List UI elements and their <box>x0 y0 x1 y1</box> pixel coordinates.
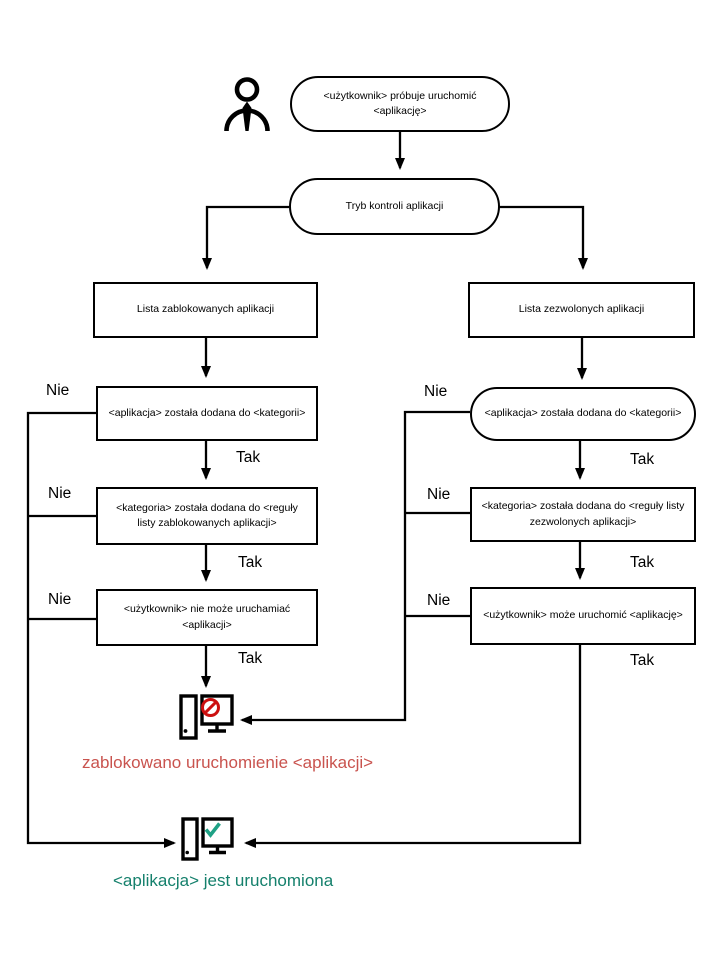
node-allow-app-in-category: <aplikacja> została dodana do <kategorii… <box>470 387 696 441</box>
node-allow-list: Lista zezwolonych aplikacji <box>468 282 695 338</box>
node-allow-user-can-run: <użytkownik> może uruchomić <aplikację> <box>470 587 696 645</box>
node-start-label: <użytkownik> próbuje uruchomić <aplikacj… <box>323 89 477 117</box>
edge-label-no: Nie <box>424 383 448 400</box>
node-allow-category-in-rules-label: <kategoria> została dodana do <reguły li… <box>481 500 685 528</box>
running-caption: <aplikacja> jest uruchomiona <box>113 871 334 890</box>
node-start: <użytkownik> próbuje uruchomić <aplikacj… <box>290 76 510 132</box>
check-icon <box>204 822 221 838</box>
node-deny-category-in-rules: <kategoria> została dodana do <reguły li… <box>96 487 318 545</box>
prohibition-icon <box>201 698 220 717</box>
node-deny-list-label: Lista zablokowanych aplikacji <box>136 303 275 316</box>
node-deny-app-in-category-label: <aplikacja> została dodana do <kategorii… <box>108 406 306 419</box>
edge-label-yes: Tak <box>238 554 263 571</box>
edge-label-no: Nie <box>427 592 451 609</box>
node-deny-user-cannot-run: <użytkownik> nie może uruchamiać <aplika… <box>96 589 318 646</box>
edge-label-yes: Tak <box>236 449 261 466</box>
node-deny-category-in-rules-label: <kategoria> została dodana do <reguły li… <box>116 501 298 529</box>
node-allow-app-in-category-label: <aplikacja> została dodana do <kategorii… <box>484 407 682 420</box>
blocked-computer-icon <box>179 694 234 740</box>
node-deny-user-cannot-run-label: <użytkownik> nie może uruchamiać <aplika… <box>123 603 291 631</box>
edge-label-yes: Tak <box>630 652 655 669</box>
node-allow-user-can-run-label: <użytkownik> może uruchomić <aplikację> <box>483 609 683 622</box>
node-deny-list: Lista zablokowanych aplikacji <box>93 282 318 338</box>
edge-label-yes: Tak <box>630 554 655 571</box>
node-allow-category-in-rules: <kategoria> została dodana do <reguły li… <box>470 487 696 542</box>
user-icon <box>224 77 270 132</box>
running-computer-icon <box>181 817 234 861</box>
edge-label-no: Nie <box>48 591 72 608</box>
edge-label-no: Nie <box>48 485 72 502</box>
node-deny-app-in-category: <aplikacja> została dodana do <kategorii… <box>96 386 318 441</box>
node-control-mode-label: Tryb kontroli aplikacji <box>345 199 444 212</box>
node-allow-list-label: Lista zezwolonych aplikacji <box>518 303 645 316</box>
edge-label-no: Nie <box>46 382 70 399</box>
node-control-mode: Tryb kontroli aplikacji <box>289 178 500 235</box>
blocked-caption: zablokowano uruchomienie <aplikacji> <box>82 753 374 772</box>
edge-label-no: Nie <box>427 486 451 503</box>
edge-label-yes: Tak <box>238 650 263 667</box>
edge-label-yes: Tak <box>630 451 655 468</box>
